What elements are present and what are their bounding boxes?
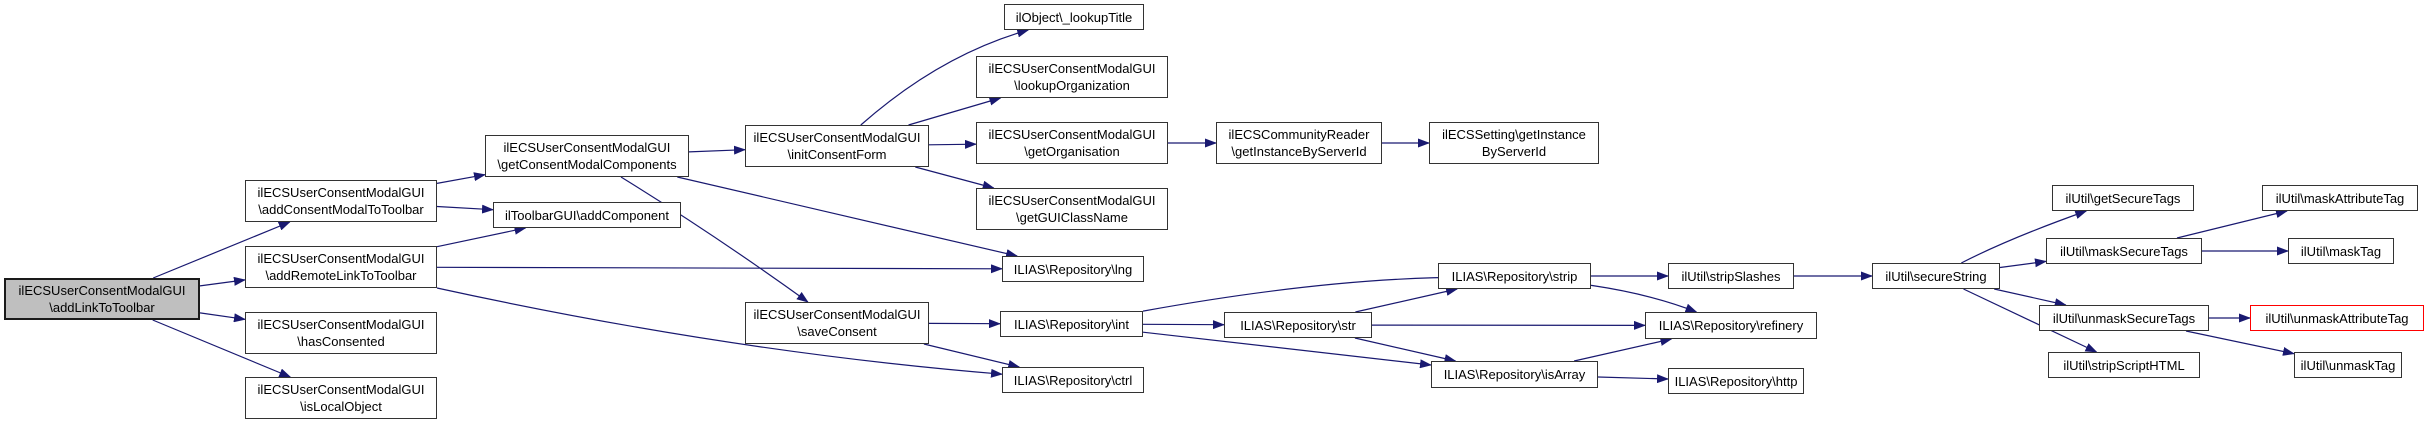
node-strip[interactable]: ILIAS\Repository\strip <box>1438 263 1591 289</box>
node-str[interactable]: ILIAS\Repository\str <box>1224 312 1372 338</box>
edge-getConsentModalComponents-saveConsent <box>620 176 809 303</box>
edge-int-refinery <box>1142 276 1698 313</box>
edge-addLinkToToolbar-isLocalObject <box>152 319 292 378</box>
node-getSecureTags[interactable]: ilUtil\getSecureTags <box>2052 185 2194 211</box>
node-stripSlashes[interactable]: ilUtil\stripSlashes <box>1668 263 1794 289</box>
edge-secureString-unmaskSecureTags <box>1994 288 2067 307</box>
edge-addRemoteLinkToToolbar-addComponent <box>436 225 527 248</box>
edge-addRemoteLinkToToolbar-ctrl <box>436 287 1003 378</box>
node-lng[interactable]: ILIAS\Repository\lng <box>1002 256 1144 282</box>
edge-initConsentForm-lookupTitle <box>860 28 1030 126</box>
node-maskSecureTags[interactable]: ilUtil\maskSecureTags <box>2046 238 2202 264</box>
node-refinery[interactable]: ILIAS\Repository\refinery <box>1645 312 1817 339</box>
node-initConsentForm[interactable]: ilECSUserConsentModalGUI \initConsentFor… <box>745 125 929 167</box>
node-addLinkToToolbar[interactable]: ilECSUserConsentModalGUI \addLinkToToolb… <box>4 278 200 320</box>
node-int[interactable]: ILIAS\Repository\int <box>1000 311 1143 337</box>
node-getOrganisation[interactable]: ilECSUserConsentModalGUI \getOrganisatio… <box>976 122 1168 164</box>
edge-int-isArray <box>1142 331 1432 369</box>
node-http[interactable]: ILIAS\Repository\http <box>1668 368 1804 394</box>
node-addComponent[interactable]: ilToolbarGUI\addComponent <box>493 202 681 228</box>
edge-str-strip <box>1355 287 1459 313</box>
node-addRemoteLinkToToolbar[interactable]: ilECSUserConsentModalGUI \addRemoteLinkT… <box>245 246 437 288</box>
node-stripScriptHTML[interactable]: ilUtil\stripScriptHTML <box>2048 352 2200 378</box>
node-ctrl[interactable]: ILIAS\Repository\ctrl <box>1002 367 1144 393</box>
edge-addLinkToToolbar-hasConsented <box>199 312 246 323</box>
edge-addConsentModalToToolbar-addComponent <box>436 204 494 214</box>
edge-addLinkToToolbar-addConsentModalToToolbar <box>152 221 291 279</box>
edge-addRemoteLinkToToolbar-lng <box>436 264 1003 274</box>
edge-secureString-stripScriptHTML <box>1963 288 2098 353</box>
node-maskAttributeTag[interactable]: ilUtil\maskAttributeTag <box>2262 185 2418 211</box>
edge-isArray-http <box>1597 374 1669 384</box>
node-maskTag[interactable]: ilUtil\maskTag <box>2288 238 2394 264</box>
node-getGUIClassName[interactable]: ilECSUserConsentModalGUI \getGUIClassNam… <box>976 188 1168 230</box>
edge-saveConsent-ctrl <box>923 343 1021 369</box>
node-ecsSettingGetInstance[interactable]: ilECSSetting\getInstance ByServerId <box>1429 122 1599 164</box>
edge-maskSecureTags-maskAttributeTag <box>2176 209 2288 239</box>
node-saveConsent[interactable]: ilECSUserConsentModalGUI \saveConsent <box>745 302 929 344</box>
edge-secureString-maskSecureTags <box>1999 258 2047 269</box>
node-unmaskAttributeTag[interactable]: ilUtil\unmaskAttributeTag <box>2250 305 2424 331</box>
edge-addConsentModalToToolbar-getConsentModalComponents <box>436 172 486 184</box>
node-hasConsented[interactable]: ilECSUserConsentModalGUI \hasConsented <box>245 312 437 354</box>
edge-getConsentModalComponents-initConsentForm <box>688 145 746 155</box>
node-ecsCommunityReaderGetInstance[interactable]: ilECSCommunityReader \getInstanceByServe… <box>1216 122 1382 164</box>
node-addConsentModalToToolbar[interactable]: ilECSUserConsentModalGUI \addConsentModa… <box>245 180 437 222</box>
edge-getConsentModalComponents-lng <box>677 176 1019 258</box>
edge-unmaskSecureTags-unmaskTag <box>2185 330 2295 356</box>
edge-initConsentForm-lookupOrganization <box>908 96 1002 126</box>
node-getConsentModalComponents[interactable]: ilECSUserConsentModalGUI \getConsentModa… <box>485 135 689 177</box>
edge-addLinkToToolbar-addRemoteLinkToToolbar <box>199 276 246 287</box>
node-unmaskTag[interactable]: ilUtil\unmaskTag <box>2294 352 2402 378</box>
edge-str-isArray <box>1354 337 1457 363</box>
node-secureString[interactable]: ilUtil\secureString <box>1872 263 2000 289</box>
node-isLocalObject[interactable]: ilECSUserConsentModalGUI \isLocalObject <box>245 377 437 419</box>
node-lookupTitle[interactable]: ilObject\_lookupTitle <box>1004 4 1144 30</box>
node-isArray[interactable]: ILIAS\Repository\isArray <box>1431 361 1598 388</box>
edge-initConsentForm-getGUIClassName <box>915 166 995 190</box>
edge-initConsentForm-getOrganisation <box>928 139 977 149</box>
node-unmaskSecureTags[interactable]: ilUtil\unmaskSecureTags <box>2039 305 2209 331</box>
node-lookupOrganization[interactable]: ilECSUserConsentModalGUI \lookupOrganiza… <box>976 56 1168 98</box>
edge-secureString-getSecureTags <box>1961 210 2088 264</box>
edge-isArray-refinery <box>1573 337 1673 362</box>
